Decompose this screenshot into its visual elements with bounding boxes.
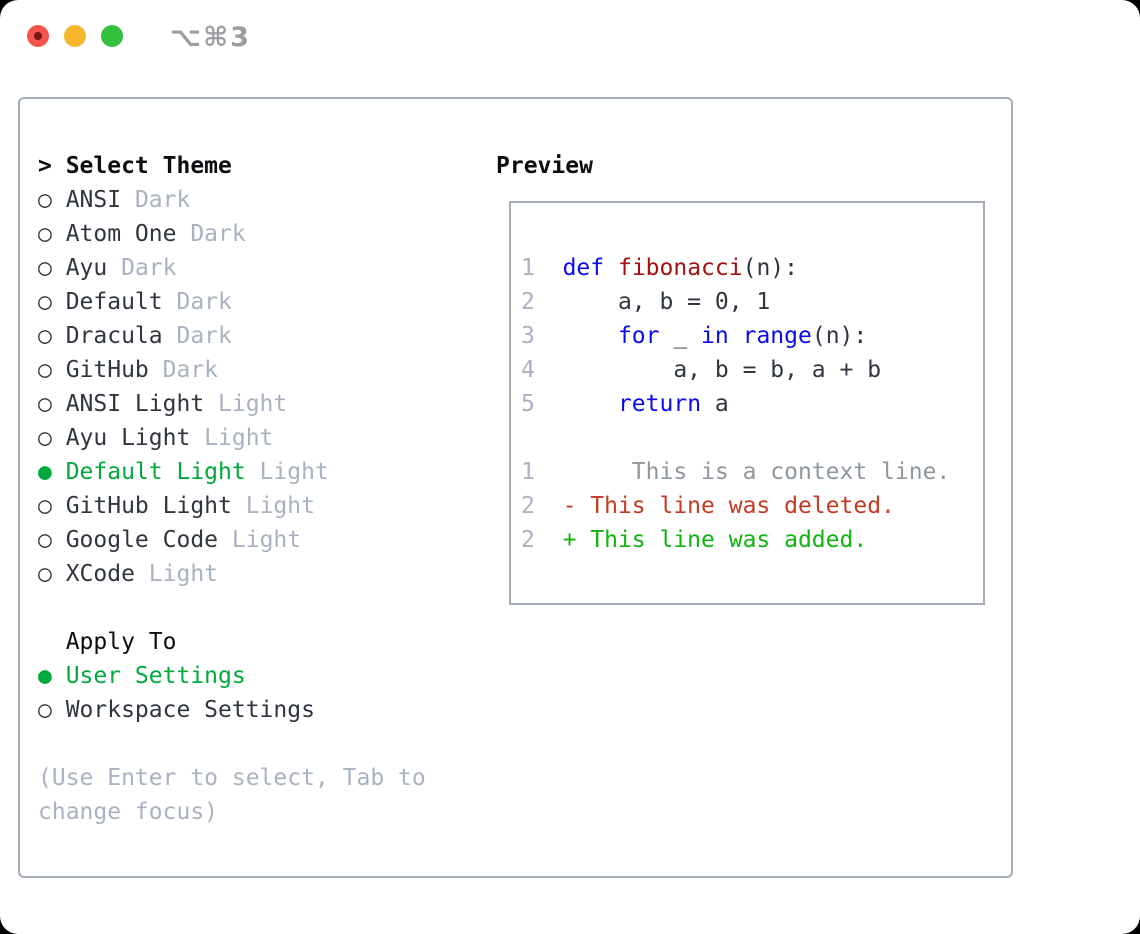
text-segment	[729, 323, 743, 349]
theme-option-dracula-dark[interactable]: ○ Dracula Dark	[38, 319, 426, 353]
text-segment: - This line was deleted.	[562, 493, 895, 519]
apply-option-user-settings-selected[interactable]: ● User Settings	[38, 659, 426, 693]
theme-option-github-dark[interactable]: ○ GitHub Dark	[38, 353, 426, 387]
preview-diff-added-line: 2 + This line was added.	[521, 523, 950, 557]
text-segment: ○ XCode	[38, 561, 149, 587]
theme-option-atom-one-dark[interactable]: ○ Atom One Dark	[38, 217, 426, 251]
hint-line-2: change focus)	[38, 795, 426, 829]
text-segment: ○ ANSI	[38, 187, 135, 213]
text-segment: Dark	[176, 323, 232, 349]
theme-option-xcode-light[interactable]: ○ XCode Light	[38, 557, 426, 591]
text-segment: > Select Theme	[38, 153, 232, 179]
text-segment: Light	[231, 527, 302, 553]
text-segment: Dark	[162, 357, 219, 383]
text-segment: + This line was added.	[562, 527, 868, 553]
text-segment: change focus)	[38, 799, 219, 825]
preview-code-line-3: 3 for _ in range(n):	[521, 319, 950, 353]
text-segment: Light	[245, 493, 315, 519]
text-segment: Apply To	[38, 629, 177, 655]
text-segment: _	[659, 323, 702, 349]
preview-code-line-5: 5 return a	[521, 387, 950, 421]
spacer-line	[521, 217, 950, 251]
hint-line-1: (Use Enter to select, Tab to	[38, 761, 426, 795]
text-segment: fibonacci	[617, 255, 743, 281]
text-segment: ○ GitHub	[38, 357, 163, 383]
preview-code-line-4: 4 a, b = b, a + b	[521, 353, 950, 387]
window-shortcut-label: ⌥⌘3	[170, 22, 251, 53]
text-segment	[604, 255, 618, 281]
preview-diff-context-line: 1 This is a context line.	[521, 455, 950, 489]
text-segment: 2	[521, 289, 535, 315]
text-segment: Dark	[134, 187, 191, 213]
theme-option-github-light[interactable]: ○ GitHub Light Light	[38, 489, 426, 523]
text-segment: (n):	[811, 323, 868, 349]
spacer-line	[38, 727, 426, 761]
text-segment: a, b = 0, 1	[534, 289, 771, 315]
theme-option-default-light-selected[interactable]: ● Default Light Light	[38, 455, 426, 489]
text-segment: ○ Dracula	[38, 323, 177, 349]
text-segment: in	[701, 323, 729, 349]
text-segment: for	[617, 323, 660, 349]
zoom-button[interactable]	[101, 25, 123, 47]
minimize-button[interactable]	[64, 25, 86, 47]
text-segment: ○ ANSI Light	[38, 391, 219, 417]
select-theme-header: > Select Theme	[38, 149, 426, 183]
text-segment: Light	[148, 561, 219, 587]
text-segment: ○ Atom One	[38, 221, 191, 247]
text-segment: (Use Enter to select, Tab to	[38, 765, 426, 791]
apply-to-header: Apply To	[38, 625, 426, 659]
text-segment: Dark	[121, 255, 177, 281]
text-segment: 1	[521, 255, 535, 281]
close-button[interactable]	[27, 25, 49, 47]
text-segment: This is a context line.	[534, 459, 951, 485]
text-segment	[535, 391, 618, 417]
close-dot-icon	[34, 32, 42, 40]
theme-option-ayu-dark[interactable]: ○ Ayu Dark	[38, 251, 426, 285]
theme-option-ayu-light[interactable]: ○ Ayu Light Light	[38, 421, 426, 455]
text-segment	[535, 255, 563, 281]
text-segment: ● Default Light	[38, 459, 260, 485]
theme-list: > Select Theme○ ANSI Dark○ Atom One Dark…	[38, 149, 426, 829]
text-segment: a, b = b, a + b	[534, 357, 882, 383]
text-segment: 2	[521, 493, 535, 519]
text-segment: Dark	[190, 221, 246, 247]
text-segment: def	[562, 255, 605, 281]
theme-option-default-dark[interactable]: ○ Default Dark	[38, 285, 426, 319]
theme-option-ansi-light[interactable]: ○ ANSI Light Light	[38, 387, 426, 421]
text-segment: Light	[259, 459, 329, 485]
text-segment	[535, 493, 563, 519]
theme-option-ansi-dark[interactable]: ○ ANSI Dark	[38, 183, 426, 217]
theme-option-google-code-light[interactable]: ○ Google Code Light	[38, 523, 426, 557]
apply-option-workspace-settings[interactable]: ○ Workspace Settings	[38, 693, 426, 727]
text-segment: Dark	[176, 289, 232, 315]
preview-pane	[509, 201, 985, 605]
text-segment: ○ Workspace Settings	[38, 697, 315, 723]
preview-code-line-2: 2 a, b = 0, 1	[521, 285, 950, 319]
spacer-line	[521, 421, 950, 455]
text-segment: ○ Ayu	[38, 255, 122, 281]
text-segment: 4	[521, 357, 535, 383]
text-segment: ○ Google Code	[38, 527, 232, 553]
spacer-line	[38, 591, 426, 625]
preview-heading: Preview	[496, 153, 593, 179]
text-segment	[535, 323, 618, 349]
text-segment: 2	[521, 527, 535, 553]
preview-code-line-1: 1 def fibonacci(n):	[521, 251, 950, 285]
text-segment: (n):	[742, 255, 798, 281]
text-segment	[535, 527, 563, 553]
text-segment: Light	[204, 425, 274, 451]
text-segment: ○ Default	[38, 289, 177, 315]
text-segment: 3	[521, 323, 535, 349]
text-segment: return	[617, 391, 702, 417]
text-segment: ○ Ayu Light	[38, 425, 205, 451]
preview-diff-deleted-line: 2 - This line was deleted.	[521, 489, 950, 523]
text-segment: ● User Settings	[38, 663, 246, 689]
text-segment: ○ GitHub Light	[38, 493, 246, 519]
text-segment: Light	[218, 391, 288, 417]
text-segment: range	[742, 323, 812, 349]
text-segment: a	[701, 391, 729, 417]
text-segment: 5	[521, 391, 535, 417]
text-segment: 1	[521, 459, 535, 485]
